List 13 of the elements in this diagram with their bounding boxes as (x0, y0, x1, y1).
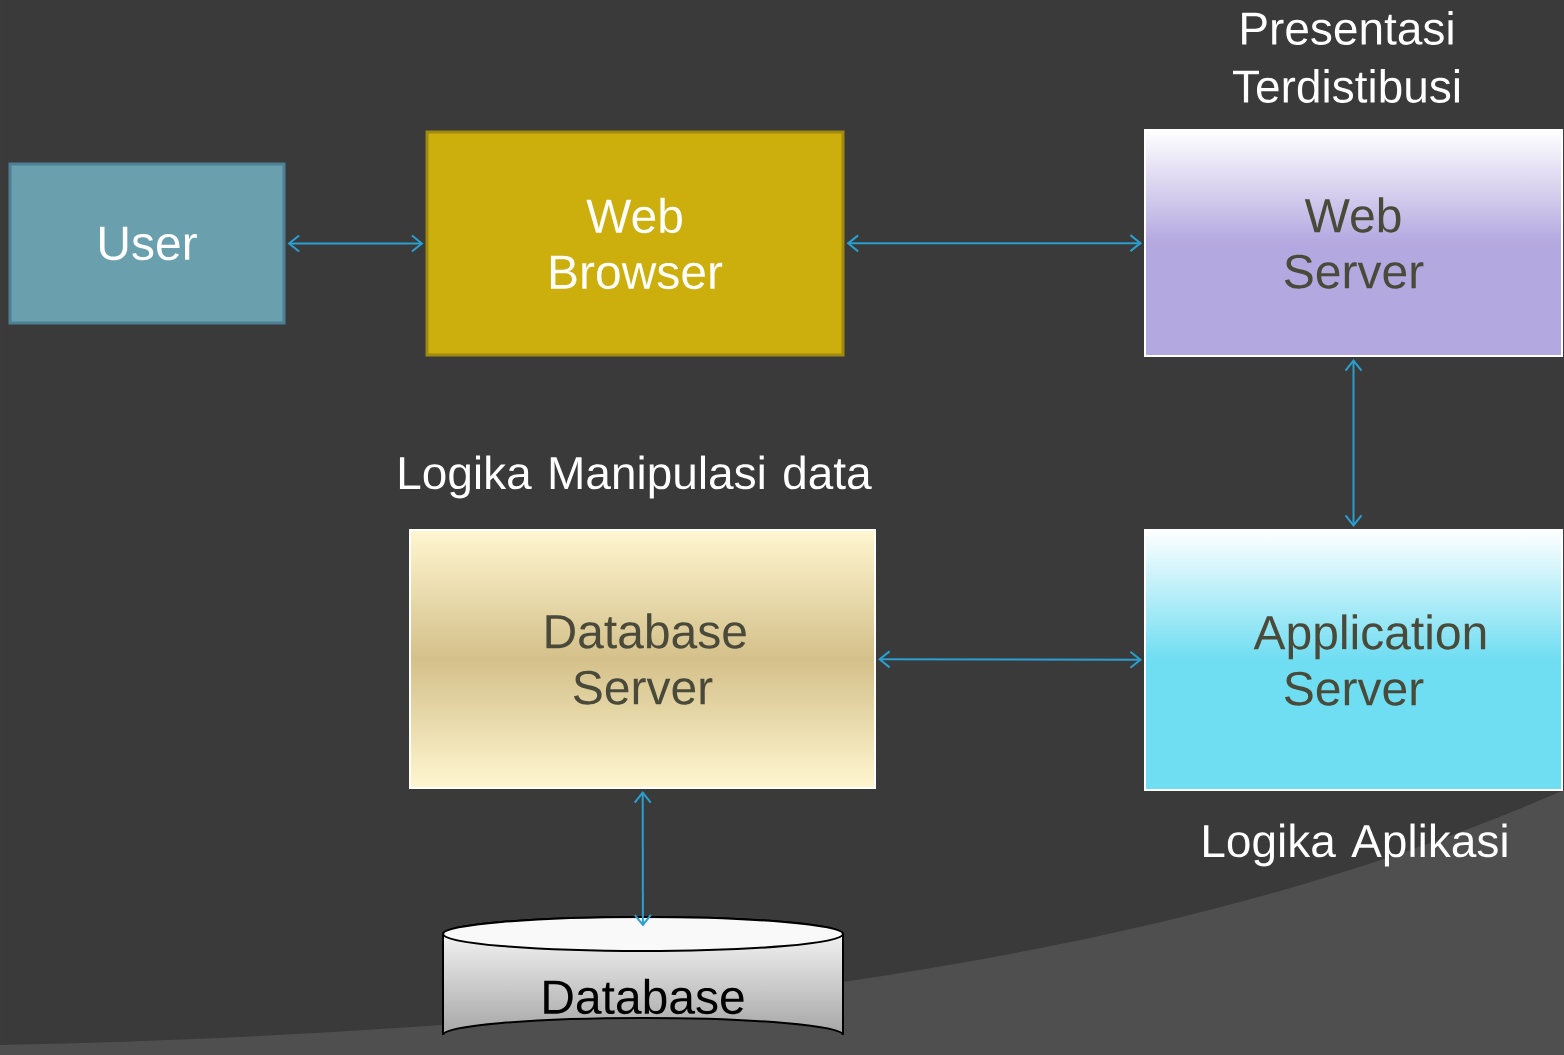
arrow (287, 234, 424, 253)
server-box: Web Server (1144, 129, 1563, 357)
node-caption: Logika Manipulasi data (399, 455, 872, 499)
user-box: User (8, 162, 286, 325)
server-box: Application Server (1144, 529, 1563, 791)
arrow (633, 791, 652, 927)
arrow (878, 650, 1142, 669)
arrow (846, 234, 1142, 253)
browser-box: Web Browser (425, 130, 845, 357)
node-caption: Presentasi Terdistibusi (1233, 11, 1459, 103)
node-caption: Logika Aplikasi (1204, 823, 1507, 867)
server-box: Database Server (409, 529, 876, 789)
arrow (1344, 359, 1363, 527)
